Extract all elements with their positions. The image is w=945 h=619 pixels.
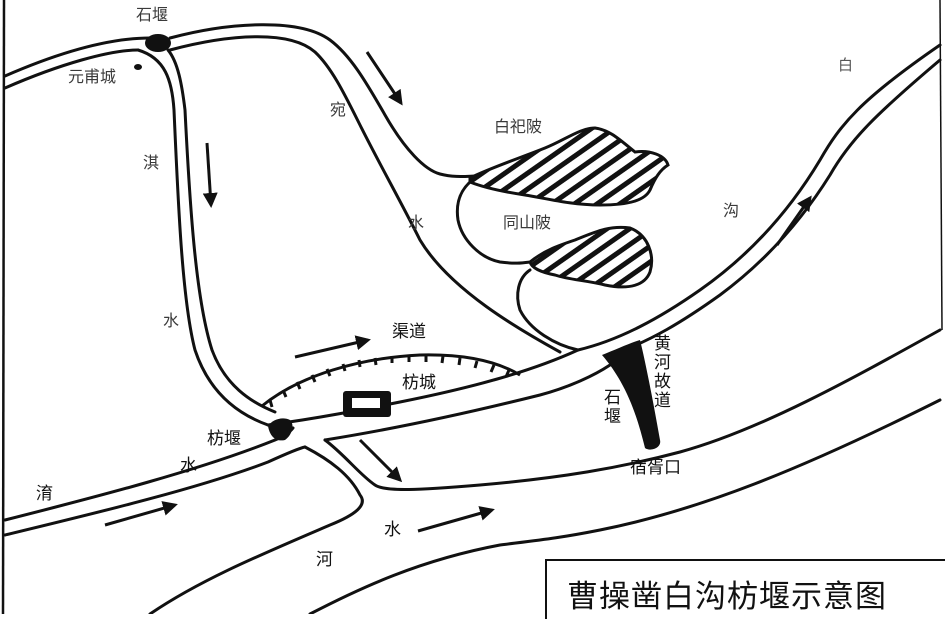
tongshan-bei-lake — [528, 225, 654, 289]
wan-river-lower-bank — [168, 35, 562, 354]
label-baigou-char-2: 沟 — [723, 201, 740, 220]
label-baigou-char-1: 白 — [838, 56, 854, 74]
baigou-lower-bank — [608, 58, 942, 357]
label-qi-char-1: 淇 — [143, 153, 160, 172]
label-tongshan-bei: 同山陂 — [503, 213, 552, 232]
map-title: 曹操凿白沟枋堰示意图 — [567, 579, 887, 615]
shiyan-south-dam — [602, 340, 661, 450]
label-shiyan-north: 石堰 — [136, 5, 169, 24]
upper-left-channel-bottom — [3, 48, 140, 90]
he-river-lower-bank — [308, 398, 942, 614]
lake-connector-lower — [516, 268, 580, 352]
label-canal: 渠道 — [392, 322, 426, 342]
wan-river-upper-bank — [168, 23, 480, 178]
baigou-upper-bank — [576, 43, 942, 352]
fangcheng-lower-bank — [323, 363, 612, 442]
label-qi-char-2: 水 — [163, 311, 180, 330]
qi-river-right-bank — [166, 48, 277, 414]
yuanfu-cheng-marker — [134, 64, 142, 70]
qing-river-lower-bank — [3, 445, 307, 537]
map-title-box: 曹操凿白沟枋堰示意图 — [545, 559, 945, 619]
label-yellow-river-old-course: 黄河故道 — [650, 334, 670, 410]
label-qing-char-2: 水 — [180, 456, 197, 476]
south-branch-right — [323, 328, 942, 492]
label-yuanfu-cheng: 元甫城 — [68, 67, 117, 86]
arrow-qing-east — [104, 501, 178, 527]
label-wan-char-2: 水 — [408, 213, 425, 232]
upper-left-channel-top — [3, 36, 152, 78]
fangyan-dam — [268, 418, 293, 441]
fangcheng-upper-bank — [266, 348, 580, 427]
arrow-baigou-up — [775, 195, 812, 246]
arrow-wan-down — [365, 51, 403, 106]
arrow-south-down — [358, 438, 403, 483]
arrow-qi-down — [202, 142, 218, 208]
shiyan-north-dam — [145, 34, 171, 52]
label-fang-cheng: 枋城 — [402, 373, 436, 393]
qi-river-left-bank — [136, 48, 270, 427]
arrow-canal-east — [294, 335, 371, 359]
qing-river-upper-bank — [3, 426, 295, 522]
lake-connector-upper — [455, 174, 532, 265]
frame-right — [939, 0, 943, 331]
label-baisi-bei: 白祀陂 — [494, 117, 543, 136]
fangcheng-building-inner — [352, 398, 380, 408]
label-wan-char-1: 宛 — [330, 100, 347, 119]
label-qing-char-1: 淯 — [36, 484, 53, 504]
label-fang-yan: 枋堰 — [207, 429, 241, 449]
arrow-he-east — [417, 506, 495, 533]
fangcheng-wall-ticks — [268, 355, 511, 408]
frame-left — [1, 0, 6, 614]
label-he-char-1: 河 — [316, 550, 333, 570]
label-he-char-2: 水 — [384, 520, 401, 540]
label-shiyan-south: 石堰 — [600, 388, 620, 426]
label-suxu-kou: 宿胥口 — [630, 458, 681, 478]
south-branch-left — [148, 445, 364, 614]
baisi-bei-lake — [468, 126, 670, 207]
